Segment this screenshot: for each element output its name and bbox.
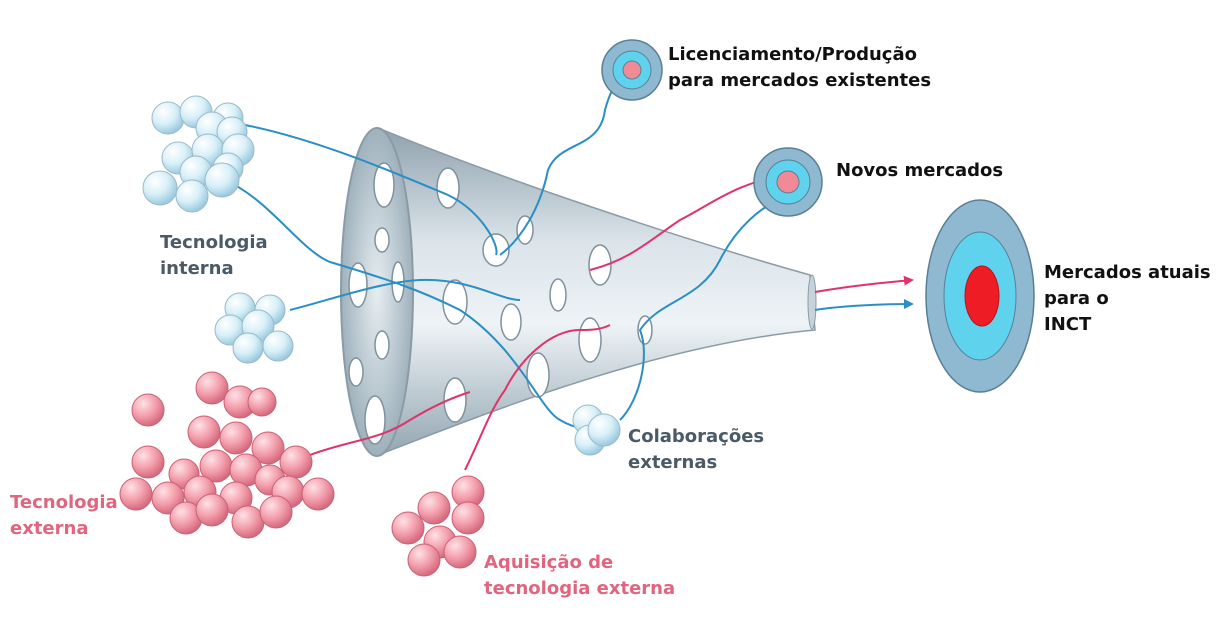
- label-internal-technology: Tecnologia interna: [160, 230, 268, 282]
- blue-flow-internal-mid: [224, 179, 611, 432]
- label-line: interna: [160, 258, 234, 279]
- label-external-technology: Tecnologia externa: [10, 490, 118, 542]
- red-flow-to-current: [814, 275, 914, 293]
- target-licensing: [601, 39, 663, 101]
- label-line: para o: [1044, 288, 1109, 309]
- label-current-markets: Mercados atuais para o INCT: [1044, 260, 1211, 338]
- label-licensing: Licenciamento/Produção para mercados exi…: [668, 42, 931, 94]
- label-line: externas: [628, 452, 718, 473]
- external-technology-cluster: [119, 371, 335, 539]
- label-line: Tecnologia: [160, 232, 268, 253]
- red-flow-to-new-markets: [589, 170, 792, 271]
- label-line: Aquisição de: [484, 552, 614, 573]
- label-acquisition: Aquisição de tecnologia externa: [484, 550, 675, 602]
- label-line: Licenciamento/Produção: [668, 44, 917, 65]
- label-collaborations: Colaborações externas: [628, 424, 764, 476]
- label-line: tecnologia externa: [484, 578, 676, 599]
- collaborations-cluster: [572, 404, 621, 456]
- blue-flow-internal-top: [244, 124, 498, 256]
- red-flow-acquisition: [464, 324, 611, 471]
- target-current-markets: [925, 199, 1035, 393]
- label-line: Novos mercados: [836, 160, 1004, 181]
- label-line: Tecnologia: [10, 492, 118, 513]
- blue-flow-to-new-markets: [619, 192, 792, 421]
- label-line: Mercados atuais: [1044, 262, 1211, 283]
- funnel: [340, 126, 817, 457]
- target-new-markets: [753, 147, 823, 217]
- internal-technology-top-cluster: [142, 95, 255, 213]
- red-flow-external: [309, 391, 471, 456]
- label-line: externa: [10, 518, 89, 539]
- blue-flow-internal-lower: [289, 278, 521, 311]
- internal-technology-lower-cluster: [214, 292, 294, 364]
- blue-flow-to-current: [814, 299, 914, 311]
- label-new-markets: Novos mercados: [836, 158, 1003, 184]
- label-line: para mercados existentes: [668, 70, 932, 91]
- acquisition-cluster: [391, 475, 485, 577]
- label-line: INCT: [1044, 314, 1092, 335]
- label-line: Colaborações: [628, 426, 765, 447]
